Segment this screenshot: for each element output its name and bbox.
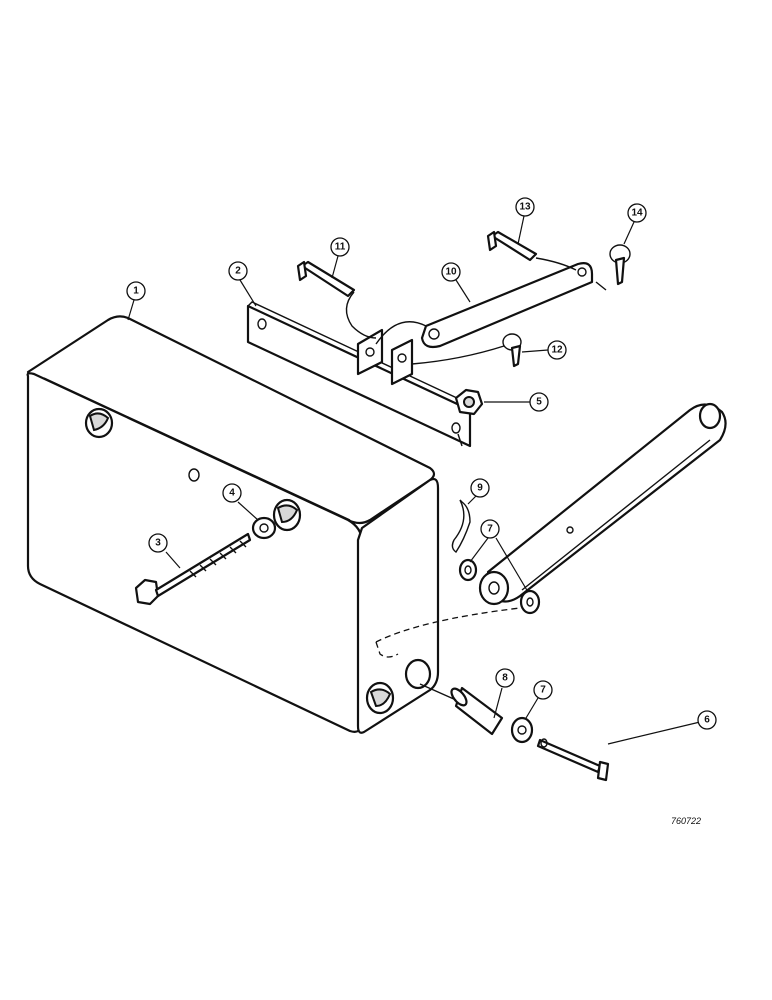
callout-7-lower: 7	[533, 680, 553, 700]
svg-text:8: 8	[502, 673, 508, 684]
svg-text:9: 9	[477, 483, 483, 494]
callout-13: 13	[515, 197, 535, 217]
bushing	[450, 686, 504, 736]
svg-text:12: 12	[551, 345, 563, 356]
bolt	[134, 532, 252, 606]
lift-arm	[478, 402, 727, 606]
nut	[454, 388, 484, 416]
drawing-number: 760722	[671, 816, 701, 826]
link-bar	[420, 262, 594, 349]
svg-text:7: 7	[487, 524, 493, 535]
svg-text:3: 3	[155, 538, 161, 549]
washer-7-pin	[510, 716, 534, 744]
callout-12: 12	[547, 340, 567, 360]
lynch-pin-14	[609, 244, 631, 286]
svg-text:6: 6	[704, 715, 710, 726]
assembly-lines	[345, 257, 607, 701]
washer-7-upper	[458, 558, 478, 582]
callout-1: 1	[126, 281, 146, 301]
mounting-bracket	[246, 301, 476, 448]
callout-4: 4	[222, 483, 242, 503]
svg-text:7: 7	[540, 685, 546, 696]
washer-7-lower	[519, 589, 541, 615]
callout-3: 3	[148, 533, 168, 553]
callout-5: 5	[529, 392, 549, 412]
svg-text:4: 4	[229, 488, 235, 499]
svg-text:5: 5	[536, 397, 542, 408]
callout-9: 9	[470, 478, 490, 498]
callout-10: 10	[441, 262, 461, 282]
callout-14: 14	[627, 203, 647, 223]
svg-text:10: 10	[445, 267, 457, 278]
callout-7-upper: 7	[480, 519, 500, 539]
callout-6: 6	[697, 710, 717, 730]
counterweight-block	[26, 315, 440, 734]
callout-2: 2	[228, 261, 248, 281]
pin-11	[296, 260, 356, 298]
washer-4	[251, 516, 277, 540]
lynch-pin-12	[502, 333, 522, 368]
svg-text:14: 14	[631, 208, 643, 219]
leader-lines	[127, 215, 701, 745]
svg-text:1: 1	[133, 286, 139, 297]
callout-8: 8	[495, 668, 515, 688]
hair-pin	[451, 499, 471, 553]
svg-text:11: 11	[335, 242, 346, 253]
svg-text:2: 2	[235, 266, 241, 277]
clevis-pin-6	[536, 738, 610, 782]
pin-13	[486, 230, 538, 262]
callout-11: 11	[330, 237, 350, 257]
svg-text:13: 13	[519, 202, 531, 213]
